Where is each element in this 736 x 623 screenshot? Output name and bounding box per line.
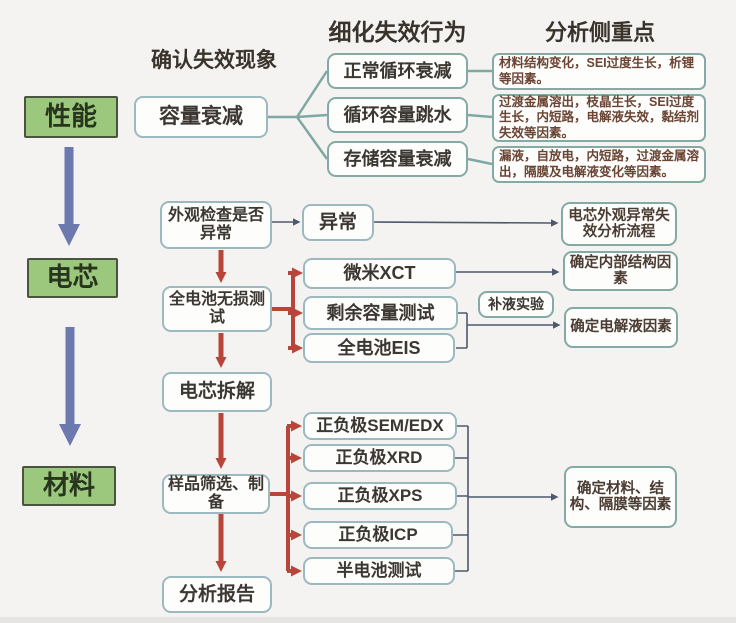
node-analysis-report: 分析报告 [162, 576, 272, 613]
node-refill-experiment: 补液实验 [478, 291, 554, 318]
node-full-cell-eis: 全电池EIS [303, 333, 455, 363]
node-residual-capacity-test: 剩余容量测试 [303, 296, 458, 330]
node-capacity-fade: 容量衰减 [134, 96, 268, 138]
header-analysis-focus: 分析侧重点 [544, 20, 655, 45]
node-storage-capacity-fade: 存储容量衰减 [327, 141, 468, 177]
focus-note-2: 过渡金属溶出，枝晶生长，SEI过度生长，内短路，电解液失效，黏结剂失效等因素。 [492, 94, 706, 142]
node-xrd: 正负极XRD [303, 444, 455, 472]
node-cell-disassembly: 电芯拆解 [162, 372, 272, 412]
fork-capacity-fade [268, 69, 493, 166]
node-abnormal: 异常 [302, 204, 374, 241]
node-half-cell-test: 半电池测试 [303, 557, 455, 585]
stage-cell: 电芯 [27, 258, 118, 298]
red-bracket-ndt-tests [272, 267, 303, 354]
node-visual-inspection: 外观检查是否异常 [160, 201, 272, 249]
node-material-result: 确定材料、结构、隔膜等因素 [564, 466, 677, 528]
stage-material: 材料 [22, 466, 116, 506]
node-electrolyte-result: 确定电解液因素 [564, 307, 678, 348]
thin-connectors [272, 218, 561, 572]
node-sem-edx: 正负极SEM/EDX [303, 412, 457, 440]
node-normal-cycle-fade: 正常循环衰减 [327, 53, 468, 89]
node-icp: 正负极ICP [303, 521, 453, 549]
focus-note-1: 材料结构变化，SEI过度生长，析锂等因素。 [492, 53, 706, 90]
red-bracket-material-tests [270, 420, 302, 577]
focus-note-3: 漏液，自放电，内短路，过渡金属溶出，隔膜及电解液变化等因素。 [492, 146, 706, 183]
node-full-cell-ndt: 全电池无损测试 [162, 286, 272, 332]
node-xps: 正负极XPS [303, 482, 457, 510]
node-micro-xct: 微米XCT [303, 258, 456, 289]
node-internal-structure-result: 确定内部结构因素 [563, 251, 678, 291]
header-confirm-failure: 确认失效现象 [151, 49, 277, 72]
node-cycle-capacity-dive: 循环容量跳水 [327, 97, 468, 133]
stage-performance: 性能 [24, 96, 118, 138]
header-refine-behavior: 细化失效行为 [328, 19, 467, 45]
node-abnormal-flow: 电芯外观异常失效分析流程 [561, 202, 677, 246]
node-sample-prep: 样品筛选、制备 [162, 474, 270, 514]
